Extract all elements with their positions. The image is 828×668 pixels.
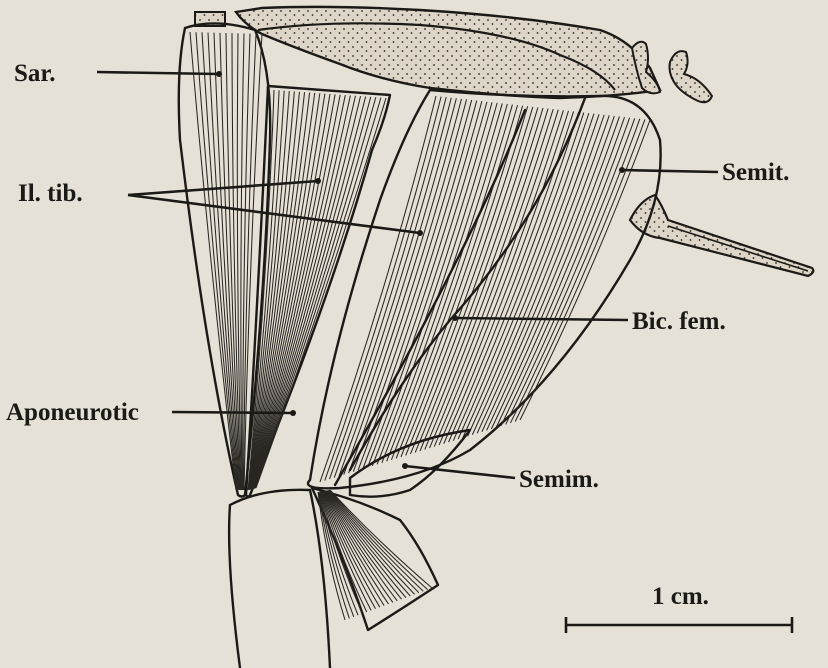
label-aponeurotic: Aponeurotic: [6, 399, 139, 426]
label-semimembranosus: Semim.: [519, 466, 599, 493]
tibia-bone: [229, 490, 330, 668]
label-sartorius: Sar.: [14, 60, 55, 87]
ischial-spine: [630, 195, 813, 276]
pelvis-bone: [195, 7, 660, 98]
scale-bar: 1 cm.: [566, 583, 792, 633]
label-iliotibialis: Il. tib.: [18, 180, 83, 207]
crural-muscle: [312, 488, 438, 630]
scale-bar-label: 1 cm.: [652, 583, 709, 610]
label-biceps-femoris: Bic. fem.: [632, 308, 726, 335]
label-semitendinosus: Semit.: [722, 159, 789, 186]
